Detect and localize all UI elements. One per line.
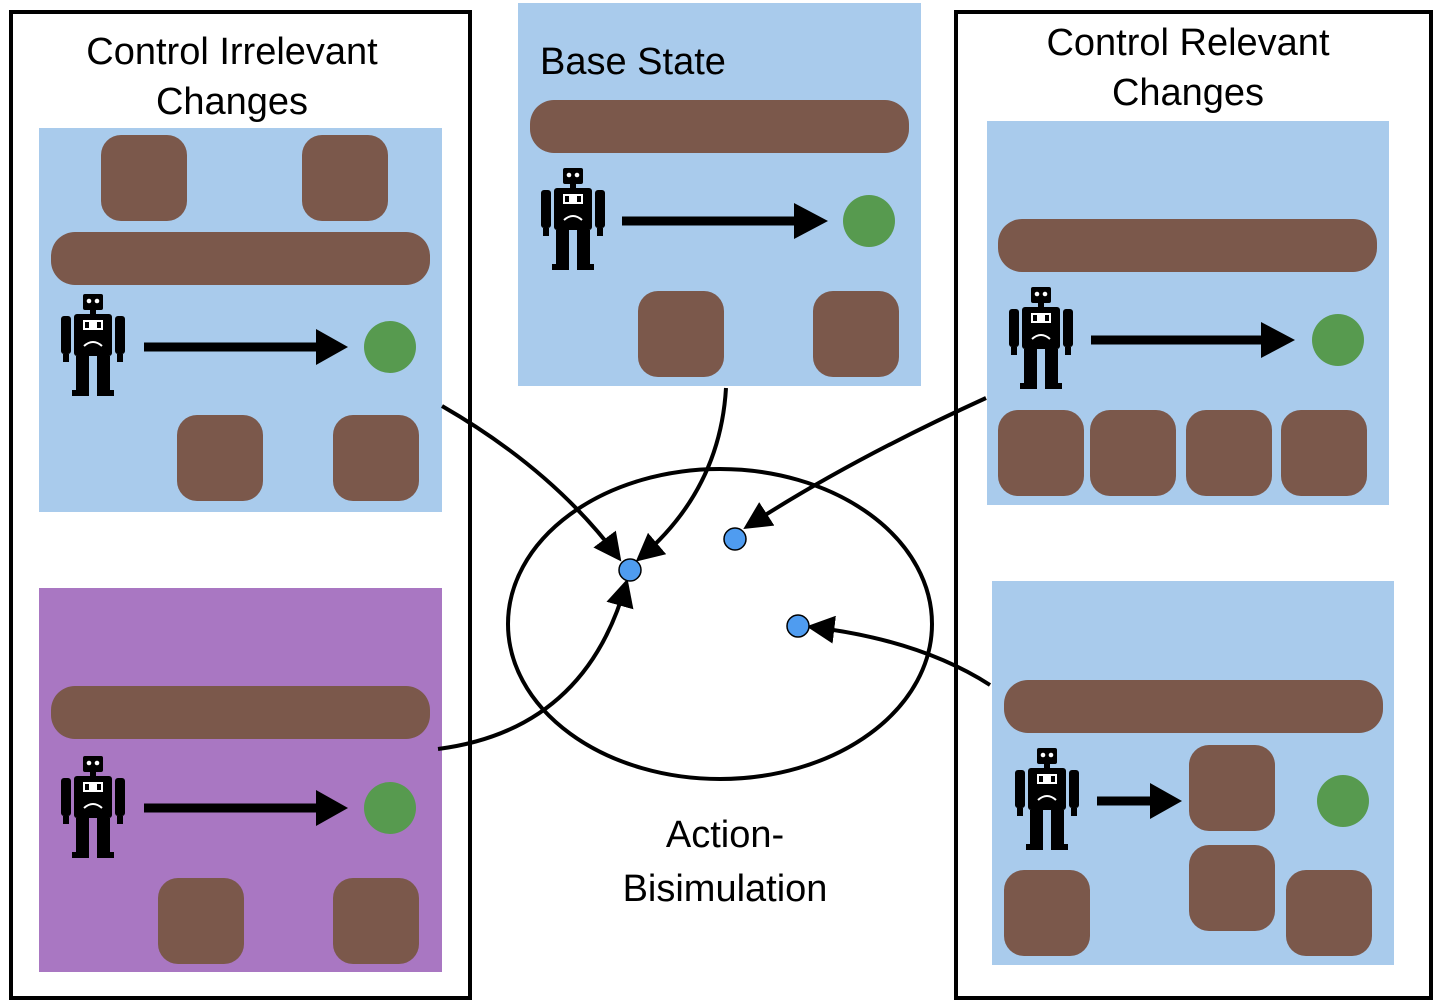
mapping-arrow-right-bottom [806,615,992,687]
block-icon [158,878,244,964]
block-icon [638,291,724,377]
block-icon [1090,410,1176,496]
right-bottom-panel [992,581,1394,965]
arrow-icon [794,203,828,239]
block-icon [1281,410,1367,496]
mapping-arrow-left-bottom [437,578,634,751]
wall-block [998,219,1377,272]
goal-icon [1312,314,1364,366]
left-bottom-panel [39,588,442,972]
block-icon [1186,410,1272,496]
arrow-icon [1261,322,1295,358]
arrow-icon [316,790,348,826]
block-icon [1189,845,1275,931]
block-icon [177,415,263,501]
block-icon [333,415,419,501]
left-group-box [9,10,472,1000]
goal-icon [364,782,416,834]
bisimulation-label-line2: Bisimulation [622,868,828,910]
embedding-space-ellipse [506,467,934,781]
arrow-icon [316,329,348,365]
goal-icon [1317,775,1369,827]
goal-icon [843,195,895,247]
bisimulation-label-line1: Action- [665,814,785,856]
block-icon [1286,870,1372,956]
right-group-title: Control Relevant Changes [988,18,1388,118]
left-group-title-line2: Changes [155,81,309,123]
bisimulation-label: Action- Bisimulation [575,808,875,916]
embedding-point-icon [786,614,810,638]
goal-icon [364,321,416,373]
right-top-panel [987,121,1389,505]
block-icon [101,135,187,221]
block-icon [302,135,388,221]
wall-block [51,686,430,739]
right-group-title-line1: Control Relevant [1046,22,1330,64]
right-group-title-line2: Changes [1111,72,1265,114]
left-group-title: Control Irrelevant Changes [32,27,432,127]
wall-block [530,100,909,153]
arrow-icon [1150,783,1182,819]
wall-block [51,232,430,285]
left-group-title-line1: Control Irrelevant [86,31,378,73]
embedding-point-icon [618,558,642,582]
block-icon [1189,745,1275,831]
block-icon [333,878,419,964]
left-top-panel [39,128,442,512]
wall-block [1004,680,1383,733]
block-icon [813,291,899,377]
mapping-arrow-right-top [743,396,987,530]
base-state-panel [518,3,921,386]
embedding-point-icon [723,527,747,551]
mapping-arrow-left-top [441,404,622,562]
right-group-box [954,10,1433,1000]
mapping-arrow-base [635,387,728,562]
block-icon [998,410,1084,496]
base-state-title: Base State [540,41,726,83]
block-icon [1004,870,1090,956]
